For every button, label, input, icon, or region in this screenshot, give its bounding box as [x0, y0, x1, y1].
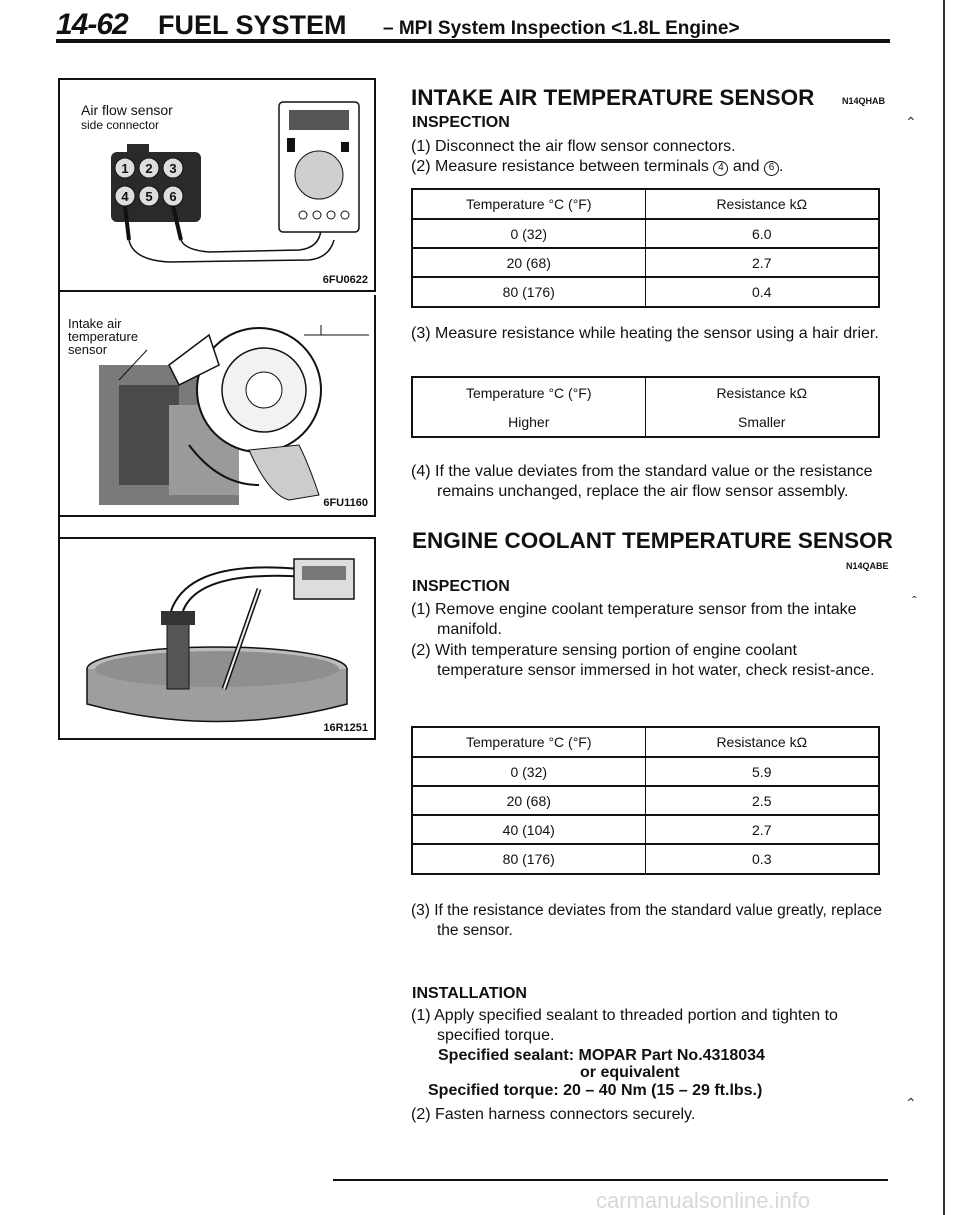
table-cell-temperature: 0 (32)	[413, 218, 645, 248]
page-header: 14-62 FUEL SYSTEM – MPI System Inspectio…	[38, 6, 888, 41]
margin-mark: ⌃	[905, 1095, 917, 1111]
table-cell-resistance: 2.7	[644, 247, 878, 277]
figure-intake-air-sensor-heating: Intake air temperature sensor 6FU1160	[59, 295, 376, 517]
terminal-6-marker: 6	[763, 161, 779, 176]
svg-text:3: 3	[169, 161, 176, 176]
figure-label-temperature: temperature	[68, 329, 139, 344]
figure-code: 6FU0622	[322, 274, 368, 286]
table-row: Higher Smaller	[413, 407, 878, 436]
intake-step-4: (4) If the value deviates from the stand…	[411, 463, 873, 500]
coolant-inspection-heading: INSPECTION	[412, 578, 510, 595]
coolant-step-3: (3) If the resistance deviates from the …	[411, 902, 882, 939]
table-row: 80 (176) 0.3	[413, 843, 878, 873]
table-cell-resistance: Smaller	[644, 407, 878, 436]
figure-column-rule	[58, 78, 60, 740]
intake-air-code: N14QHAB	[842, 96, 886, 106]
figure-air-flow-sensor-connector: Air flow sensor side connector 1 2 3 4 5 6 6…	[59, 78, 376, 292]
connector-multimeter-illustration: 1 2 3 4 5 6	[111, 101, 360, 263]
coolant-step-2: (2) With temperature sensing portion of …	[411, 642, 875, 679]
table-row: 80 (176) 0.4	[413, 276, 878, 306]
table-cell-temperature: Higher	[508, 413, 550, 430]
intake-step-3: (3) Measure resistance while heating the…	[411, 325, 879, 342]
specified-sealant: Specified sealant: MOPAR Part No.4318034	[438, 1047, 765, 1064]
intake-step-2-text: (2) Measure resistance between terminals	[411, 158, 709, 175]
coolant-title: ENGINE COOLANT TEMPERATURE SENSOR	[412, 528, 893, 553]
table-cell-resistance: 0.4	[644, 276, 878, 306]
table-cell-temperature: 20 (68)	[413, 247, 645, 277]
svg-text:6: 6	[169, 189, 176, 204]
table-cell-temperature: 80 (176)	[413, 843, 645, 873]
hot-water-bath-illustration	[86, 558, 355, 723]
figure-label-side-connector: side connector	[81, 118, 160, 132]
table-row: 0 (32) 5.9	[413, 756, 878, 786]
table-header-row: Temperature °C (°F) Resistance kΩ	[413, 378, 878, 407]
intake-inspection-heading: INSPECTION	[412, 114, 510, 131]
header-rule	[56, 39, 890, 43]
table-cell-resistance: 5.9	[644, 756, 878, 786]
intake-resistance-table: Temperature °C (°F) Resistance kΩ 0 (32)…	[411, 188, 880, 308]
intake-step-1: (1) Disconnect the air flow sensor conne…	[411, 138, 736, 155]
footer-rule	[333, 1179, 888, 1181]
installation-step-2: (2) Fasten harness connectors securely.	[411, 1106, 696, 1123]
figure-coolant-sensor-hot-water: 16R1251	[59, 537, 376, 740]
installation-heading: INSTALLATION	[412, 985, 527, 1002]
table-cell-temperature: 0 (32)	[413, 756, 645, 786]
page-number: 14-62	[56, 8, 129, 41]
figure-label-sensor: sensor	[68, 342, 108, 357]
table-header-resistance: Resistance kΩ	[644, 190, 878, 219]
section-subtitle: – MPI System Inspection <1.8L Engine>	[383, 18, 740, 39]
coolant-resistance-table: Temperature °C (°F) Resistance kΩ 0 (32)…	[411, 726, 880, 875]
figure-code: 6FU1160	[323, 497, 368, 509]
page-edge-rule	[943, 0, 945, 1215]
section-title: FUEL SYSTEM	[158, 10, 347, 40]
figure-code: 16R1251	[323, 722, 368, 734]
table-cell-resistance: 2.7	[644, 814, 878, 844]
intake-heating-table: Temperature °C (°F) Resistance kΩ Higher…	[411, 376, 880, 438]
terminal-4-marker: 4	[713, 161, 729, 176]
table-row: 20 (68) 2.7	[413, 247, 878, 277]
svg-text:5: 5	[145, 189, 152, 204]
specified-torque: Specified torque: 20 – 40 Nm (15 – 29 ft…	[428, 1082, 763, 1099]
table-header-resistance: Resistance kΩ	[644, 728, 878, 757]
table-header-temperature: Temperature °C (°F)	[465, 196, 592, 212]
table-header-resistance: Resistance kΩ	[644, 378, 878, 407]
hair-drier-illustration	[99, 325, 369, 505]
figure-label-intake-air: Intake air	[68, 316, 122, 331]
table-cell-temperature: 20 (68)	[413, 785, 645, 815]
intake-air-section: INTAKE AIR TEMPERATURE SENSOR	[411, 85, 891, 111]
figure-label-air-flow-sensor: Air flow sensor	[81, 102, 173, 118]
margin-mark: ⌃	[905, 114, 917, 130]
table-header-temperature: Temperature °C (°F)	[465, 384, 592, 401]
table-header-temperature: Temperature °C (°F)	[465, 734, 592, 750]
table-cell-resistance: 0.3	[644, 843, 878, 873]
intake-air-title: INTAKE AIR TEMPERATURE SENSOR	[411, 85, 815, 110]
table-cell-temperature: 40 (104)	[413, 814, 645, 844]
table-row: 20 (68) 2.5	[413, 785, 878, 815]
intake-step-2-and: and	[732, 158, 760, 175]
table-row: 40 (104) 2.7	[413, 814, 878, 844]
coolant-code: N14QABE	[846, 561, 889, 571]
specified-sealant-alt: or equivalent	[580, 1064, 680, 1081]
table-cell-resistance: 2.5	[644, 785, 878, 815]
coolant-step-1: (1) Remove engine coolant temperature se…	[411, 601, 857, 638]
table-cell-temperature: 80 (176)	[413, 276, 645, 306]
svg-text:4: 4	[121, 189, 129, 204]
intake-step-2: (2) Measure resistance between terminals…	[411, 158, 784, 176]
table-cell-resistance: 6.0	[644, 218, 878, 248]
table-header-row: Temperature °C (°F) Resistance kΩ	[413, 190, 878, 219]
watermark: carmanualsonline.info	[596, 1188, 811, 1213]
table-header-row: Temperature °C (°F) Resistance kΩ	[413, 728, 878, 757]
installation-step-1: (1) Apply specified sealant to threaded …	[411, 1007, 838, 1044]
table-row: 0 (32) 6.0	[413, 218, 878, 248]
margin-mark: ˆ	[912, 593, 917, 609]
svg-text:2: 2	[145, 161, 152, 176]
svg-text:1: 1	[121, 161, 128, 176]
